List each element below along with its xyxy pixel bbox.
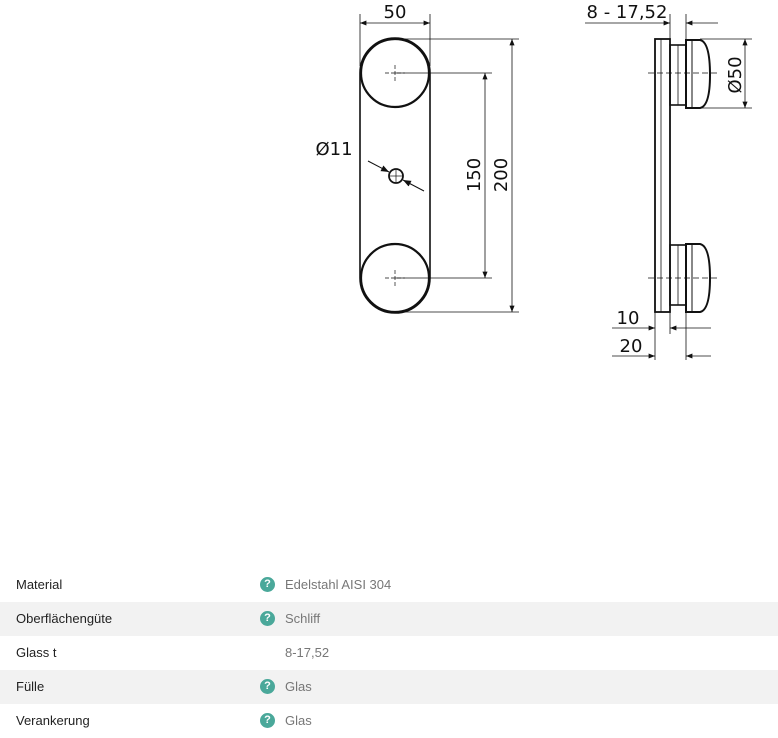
- help-icon[interactable]: ?: [260, 577, 275, 592]
- spec-label: Material: [16, 577, 63, 592]
- spec-value: Glas: [285, 679, 312, 694]
- center-hole: [388, 168, 404, 184]
- total-height-label: 200: [491, 158, 512, 192]
- bottom-cap: [685, 243, 712, 313]
- hole-diameter-label: Ø11: [315, 139, 352, 160]
- spec-table: Material ? Edelstahl AISI 304 Oberfläche…: [0, 568, 778, 738]
- spec-label: Fülle: [16, 679, 45, 694]
- spec-label: Verankerung: [16, 713, 90, 728]
- help-icon[interactable]: ?: [260, 611, 275, 626]
- glass-range-label: 8 - 17,52: [587, 2, 668, 23]
- spec-row-material: Material ? Edelstahl AISI 304: [0, 568, 778, 602]
- spec-row-infill: Fülle ? Glas: [0, 670, 778, 704]
- spec-row-anchoring: Verankerung ? Glas: [0, 704, 778, 738]
- spec-value: Edelstahl AISI 304: [285, 577, 392, 592]
- side-plate: [654, 38, 671, 313]
- offset-large-label: 20: [620, 336, 643, 357]
- disc-diameter-label: Ø50: [725, 56, 746, 93]
- center-distance-label: 150: [464, 158, 485, 192]
- front-view: [359, 14, 519, 314]
- spec-value: Schliff: [285, 611, 321, 626]
- help-icon[interactable]: ?: [260, 713, 275, 728]
- help-icon[interactable]: ?: [260, 679, 275, 694]
- width-dimension-label: 50: [384, 2, 407, 23]
- side-view: [585, 14, 752, 360]
- spec-value: 8-17,52: [285, 645, 330, 660]
- spec-value: Glas: [285, 713, 312, 728]
- spec-row-glass-thickness: Glass t 8-17,52: [0, 636, 778, 670]
- spec-label: Oberflächengüte: [16, 611, 113, 626]
- top-cap: [685, 39, 712, 109]
- technical-drawing: 50 Ø11 150 200: [315, 2, 752, 360]
- spec-label: Glass t: [16, 645, 57, 660]
- offset-small-label: 10: [617, 308, 640, 329]
- spec-row-surface: Oberflächengüte ? Schliff: [0, 602, 778, 636]
